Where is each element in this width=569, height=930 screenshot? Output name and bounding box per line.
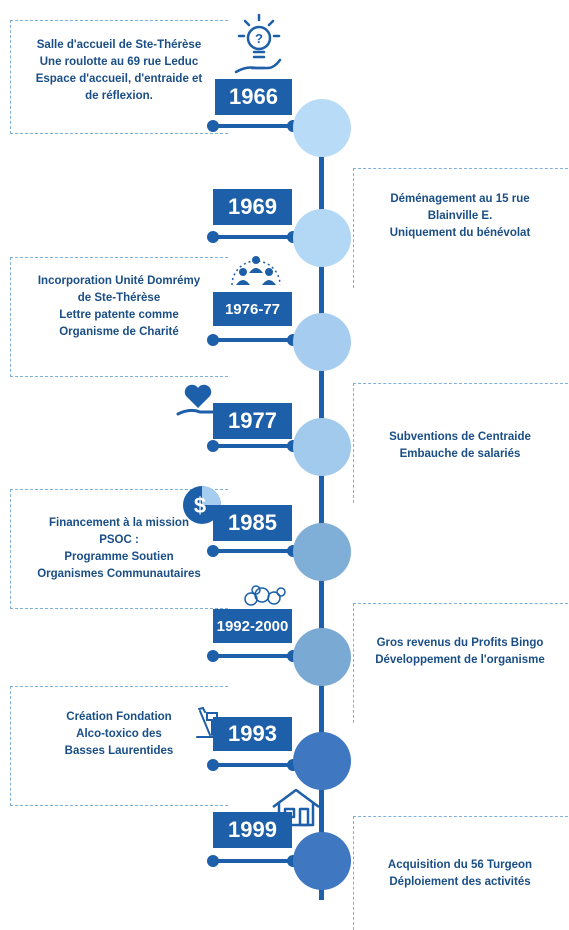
svg-text:$: $ [194, 493, 206, 518]
timeline-node-1977 [293, 418, 351, 476]
house-icon [272, 788, 320, 827]
heart-hand-icon [176, 384, 216, 416]
connector-line [213, 338, 293, 342]
timeline-axis [319, 118, 324, 900]
tools-icon [196, 707, 218, 738]
dollar-coin-icon: $ [183, 486, 221, 524]
timeline-node-1999 [293, 832, 351, 890]
event-box-1999 [353, 816, 569, 930]
connector-dot [207, 855, 219, 867]
timeline-node-1992-2000 [293, 628, 351, 686]
year-tag-1977: 1977 [213, 403, 292, 439]
connector-dot [207, 334, 219, 346]
people-network-icon [231, 256, 281, 286]
connector-dot [207, 650, 219, 662]
connector-dot [207, 759, 219, 771]
timeline-node-1985 [293, 523, 351, 581]
timeline-node-1969 [293, 209, 351, 267]
lightbulb-hand-icon: ? [234, 13, 282, 74]
event-box-1992-2000 [353, 603, 569, 723]
event-box-1977 [353, 383, 569, 503]
connector-dot [207, 120, 219, 132]
year-tag-1993: 1993 [213, 717, 292, 751]
bingo-balls-icon [244, 585, 286, 606]
event-box-1969 [353, 168, 569, 288]
timeline-node-1976-77 [293, 313, 351, 371]
svg-text:?: ? [255, 31, 263, 46]
connector-dot [207, 440, 219, 452]
year-tag-1985: 1985 [213, 505, 292, 541]
year-tag-1999: 1999 [213, 812, 292, 848]
connector-line [213, 654, 293, 658]
connector-line [213, 124, 293, 128]
year-tag-1966: 1966 [215, 79, 292, 115]
year-tag-1992-2000: 1992-2000 [213, 609, 292, 643]
connector-dot [207, 545, 219, 557]
connector-line [213, 549, 293, 553]
timeline-node-1993 [293, 732, 351, 790]
event-box-1966 [10, 20, 228, 134]
year-tag-1969: 1969 [213, 189, 292, 225]
event-box-1976-77 [10, 257, 228, 377]
connector-line [213, 859, 293, 863]
year-tag-1976-77: 1976-77 [213, 292, 292, 326]
connector-dot [207, 231, 219, 243]
connector-line [213, 763, 293, 767]
event-box-1993 [10, 686, 228, 806]
connector-line [213, 444, 293, 448]
event-box-1985 [10, 489, 228, 609]
connector-line [213, 235, 293, 239]
timeline-node-1966 [293, 99, 351, 157]
